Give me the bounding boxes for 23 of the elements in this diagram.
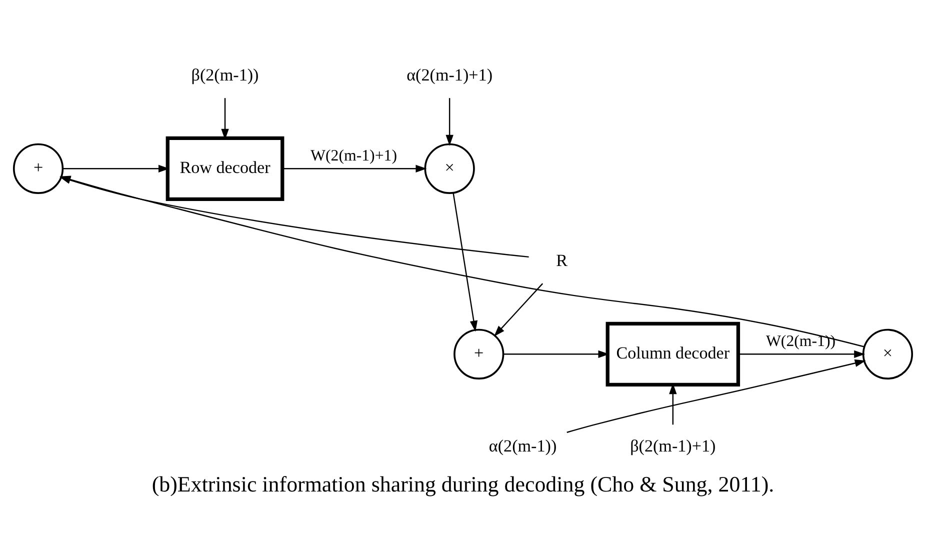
node-circle: ×	[424, 142, 474, 194]
arrow	[503, 350, 609, 358]
edge-label: W(2(m-1))	[765, 332, 836, 350]
node-text: R	[556, 250, 568, 270]
arrow	[738, 350, 865, 358]
node-circle: +	[453, 328, 504, 379]
caption: (b)Extrinsic information sharing during decoding (Cho & Sung, 2011).	[151, 470, 774, 496]
node-text: α(2(m-1)+1)	[406, 64, 492, 84]
node-text: β(2(m-1)+1)	[630, 436, 716, 455]
node-text: α(2(m-1))	[488, 436, 556, 455]
node-circle: ×	[862, 328, 913, 379]
arrow	[220, 98, 228, 140]
arrow	[282, 164, 426, 172]
node-box: Column decoder	[605, 321, 740, 386]
arrow	[445, 98, 453, 146]
arrow	[493, 282, 543, 336]
node-box: Row decoder	[165, 136, 284, 200]
node-circle: +	[12, 142, 64, 194]
node-text: β(2(m-1))	[190, 64, 258, 84]
arrow	[62, 164, 169, 172]
arrow	[566, 358, 866, 432]
arrow	[452, 192, 478, 332]
edge-label: W(2(m-1)+1)	[310, 147, 396, 164]
